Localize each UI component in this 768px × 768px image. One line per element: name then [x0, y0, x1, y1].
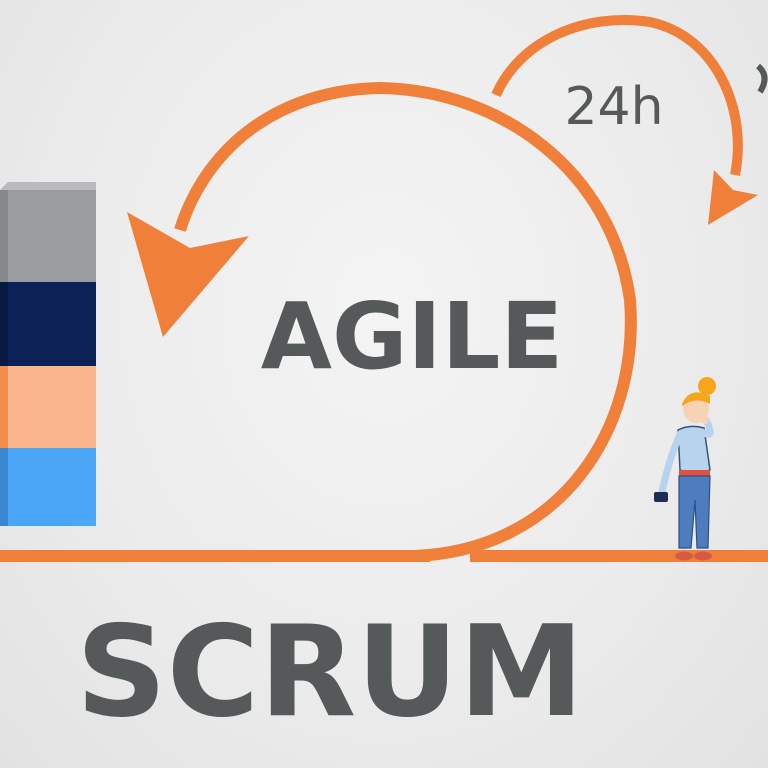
scrum-label: SCRUM [76, 598, 584, 745]
backlog-stack [0, 182, 96, 526]
edge-mark [755, 63, 768, 94]
daily-loop-arrow [491, 15, 758, 225]
baseline [0, 550, 768, 562]
sprint-loop-arrowhead [127, 212, 249, 337]
stack-layer-blue [0, 448, 96, 526]
stack-layer-navy [0, 282, 96, 366]
stack-layer-gray [0, 190, 96, 282]
cycle-duration-label: 24h [564, 77, 663, 137]
agile-label: AGILE [261, 283, 563, 390]
thinking-person-icon [654, 377, 716, 561]
daily-loop-arrowhead [708, 170, 758, 225]
sprint-loop-arrow [127, 81, 637, 562]
stack-layer-peach [0, 366, 96, 448]
